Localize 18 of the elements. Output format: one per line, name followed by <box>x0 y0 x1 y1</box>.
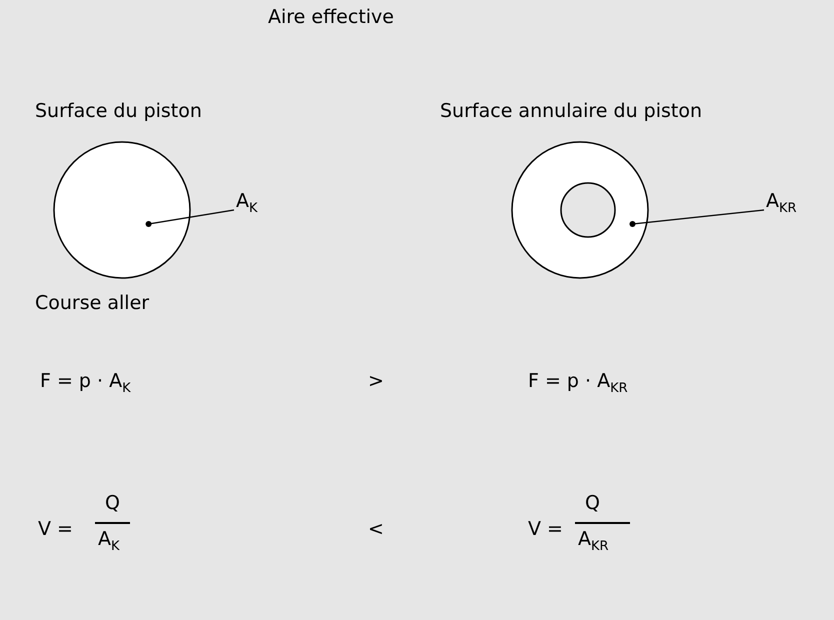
formula: Q <box>105 492 120 514</box>
leader-line <box>630 209 764 227</box>
formula: V = <box>38 518 73 540</box>
comparison-sign: > <box>368 370 384 392</box>
heading-text: Surface annulaire du piston <box>440 100 702 122</box>
formula: Q <box>585 492 600 514</box>
section-label: Course aller <box>35 292 150 314</box>
formula: A$_{K}$ <box>98 528 120 554</box>
heading-text: Surface du piston <box>35 100 202 122</box>
formula: F = p · A$_{K}$ <box>40 370 131 396</box>
leader-line <box>146 209 234 227</box>
diagram-title: Aire effective <box>268 6 394 28</box>
formula: F = p · A$_{KR}$ <box>528 370 628 396</box>
area-symbol: A$_{K}$ <box>236 190 258 216</box>
comparison-sign: < <box>368 518 384 540</box>
formula: A$_{KR}$ <box>578 528 609 554</box>
formula: V = <box>528 518 563 540</box>
area-symbol: A$_{KR}$ <box>766 190 797 216</box>
